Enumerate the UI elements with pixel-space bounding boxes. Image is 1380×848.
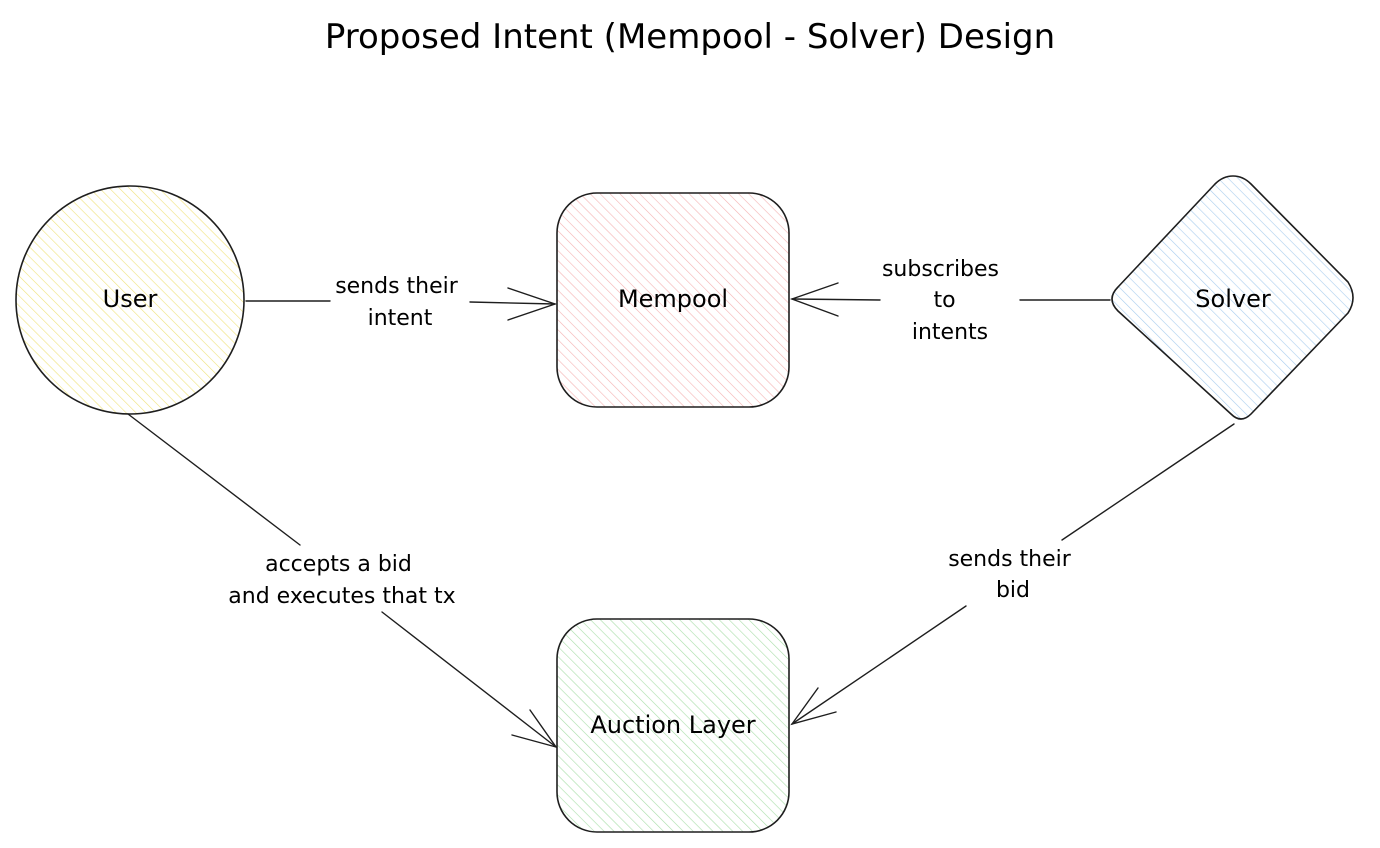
edge-label-solver-to-mempool: subscribes to intents bbox=[882, 257, 1006, 345]
node-solver[interactable]: Solver bbox=[1111, 175, 1354, 420]
edge-solver-to-mempool: subscribes to intents bbox=[789, 257, 1111, 345]
diagram-title: Proposed Intent (Mempool - Solver) Desig… bbox=[325, 17, 1055, 57]
edge-label-line: intent bbox=[368, 306, 433, 331]
edge-label-line: and executes that tx bbox=[228, 584, 455, 609]
edge-label-line: bid bbox=[996, 578, 1030, 603]
edge-label-line: sends their bbox=[335, 274, 459, 299]
edge-label-line: accepts a bid bbox=[265, 552, 412, 577]
node-label-auction-layer: Auction Layer bbox=[590, 711, 755, 739]
node-label-user: User bbox=[103, 285, 158, 313]
edge-label-line: subscribes bbox=[882, 257, 999, 282]
mempool-box bbox=[556, 192, 790, 408]
edge-label-user-to-auction: accepts a bid and executes that tx bbox=[228, 552, 455, 609]
edge-label-solver-to-auction: sends their bid bbox=[948, 547, 1078, 603]
node-user[interactable]: User bbox=[15, 185, 245, 415]
edge-user-to-auction: accepts a bid and executes that tx bbox=[127, 413, 558, 749]
edge-label-user-to-mempool: sends their intent bbox=[335, 274, 465, 331]
edge-user-to-mempool: sends their intent bbox=[245, 274, 558, 331]
auction-layer-box bbox=[556, 618, 790, 833]
edge-label-line: sends their bbox=[948, 547, 1072, 572]
node-label-mempool: Mempool bbox=[618, 285, 728, 313]
user-circle bbox=[15, 185, 245, 415]
edge-solver-to-auction: sends their bid bbox=[790, 423, 1235, 726]
solver-diamond bbox=[1111, 175, 1354, 420]
edge-label-line: to bbox=[933, 288, 955, 313]
edge-label-line: intents bbox=[912, 320, 988, 345]
node-mempool[interactable]: Mempool bbox=[556, 192, 790, 408]
node-label-solver: Solver bbox=[1195, 285, 1271, 313]
node-auction-layer[interactable]: Auction Layer bbox=[556, 618, 790, 833]
